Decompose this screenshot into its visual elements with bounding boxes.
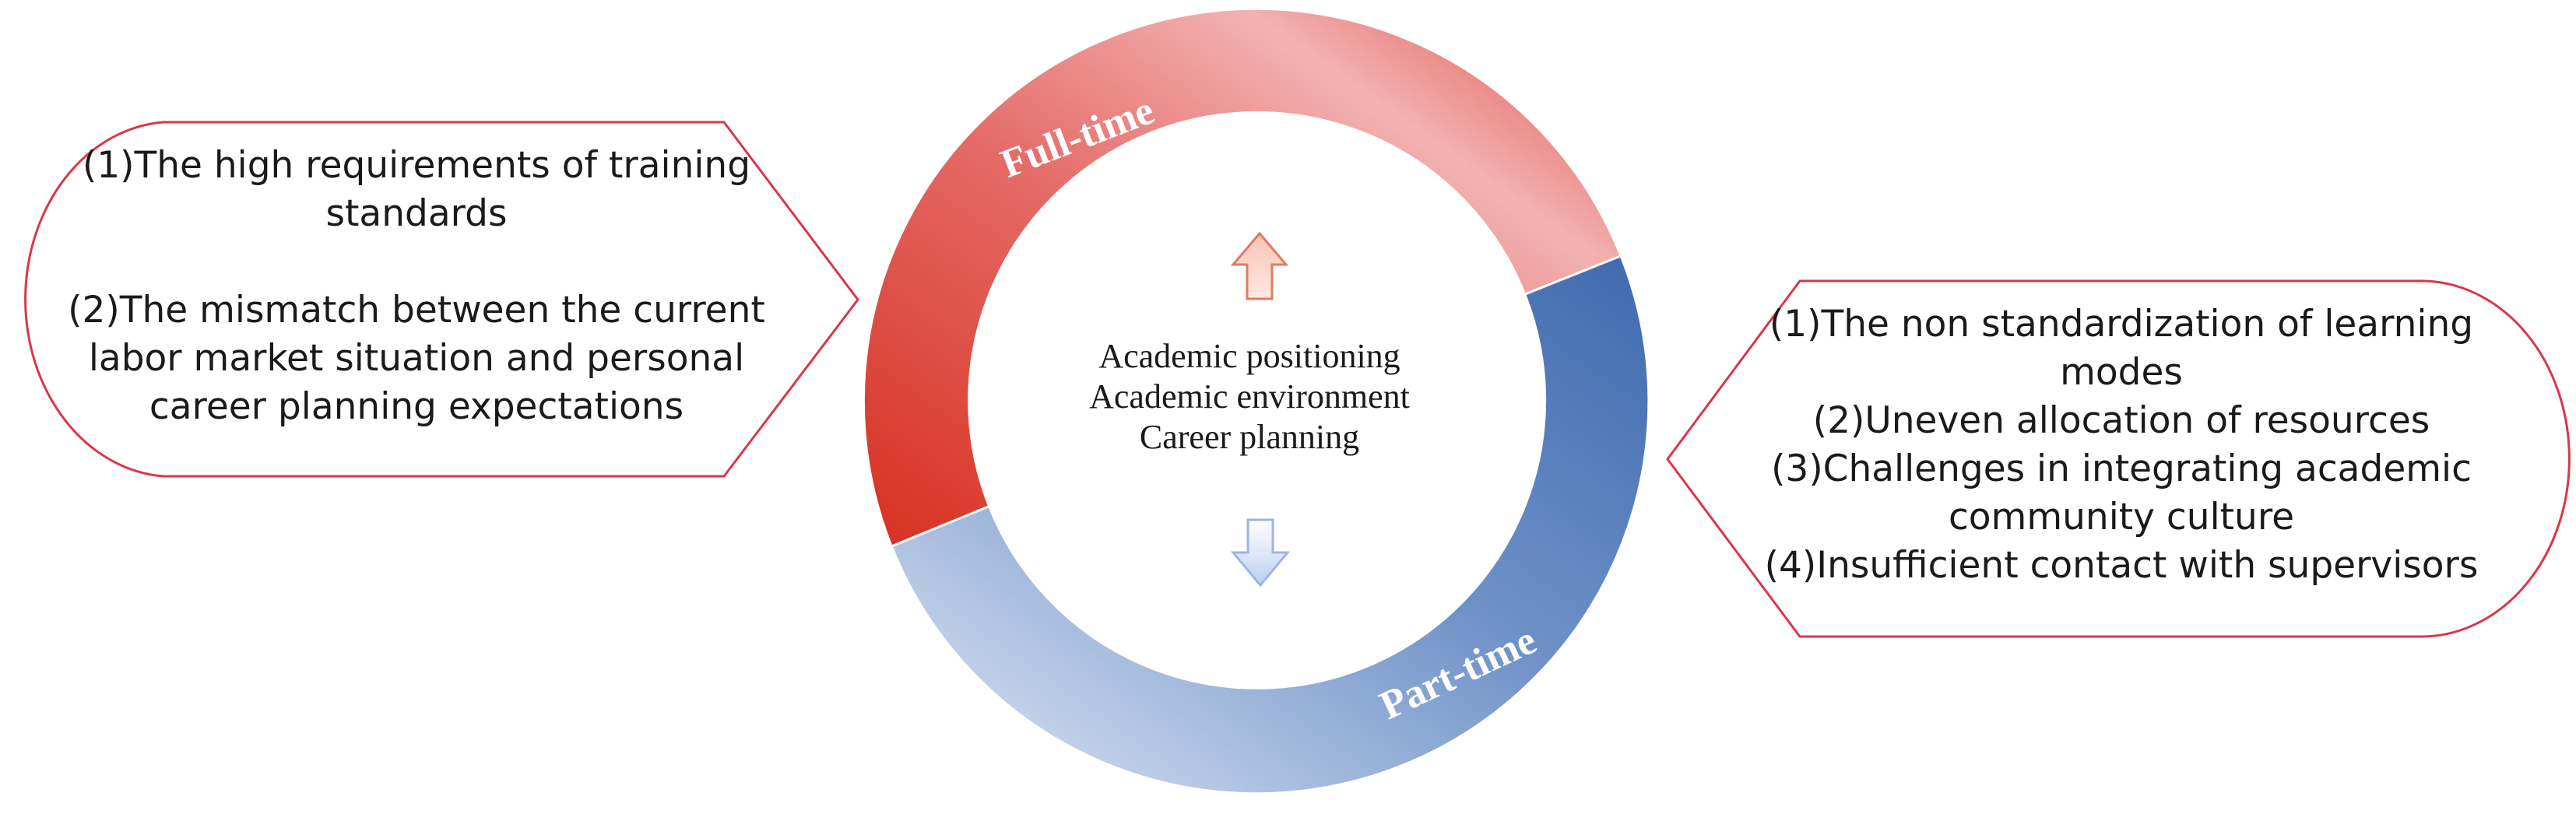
up-arrow-icon [1230, 231, 1289, 300]
right-item3-line1: (3)Challenges in integrating academic [1771, 447, 2472, 490]
right-item3-line2: community culture [1948, 496, 2295, 539]
full-time-ring-segment [862, 7, 1623, 549]
right-callout-text: (1)The non standardization of learning m… [1717, 300, 2526, 590]
left-item2-line2: labor market situation and personal [88, 337, 745, 380]
center-line-career-planning: Career planning [1139, 418, 1360, 456]
left-callout-shape [24, 121, 859, 478]
part-time-ring-segment [890, 254, 1650, 795]
center-line-academic-environment: Academic environment [1089, 377, 1410, 416]
left-item2-line3: career planning expectations [149, 385, 684, 428]
right-item4: (4)Insufficient contact with supervisors [1764, 544, 2479, 587]
left-callout-spacer [47, 238, 786, 286]
right-item1-line1: (1)The non standardization of learning [1769, 303, 2474, 346]
left-item2-line1: (2)The mismatch between the current [68, 289, 765, 332]
right-callout-shape [1666, 279, 2571, 638]
left-item1-line1: (1)The high requirements of training [82, 144, 751, 187]
down-arrow-icon [1230, 518, 1291, 588]
left-item1-line2: standards [325, 192, 508, 235]
left-callout-text: (1)The high requirements of training sta… [47, 142, 786, 431]
right-item1-line2: modes [2060, 351, 2183, 394]
right-item2: (2)Uneven allocation of resources [1812, 399, 2430, 442]
center-text: Academic positioning Academic environmen… [996, 336, 1502, 458]
center-line-academic-positioning: Academic positioning [1098, 337, 1400, 375]
